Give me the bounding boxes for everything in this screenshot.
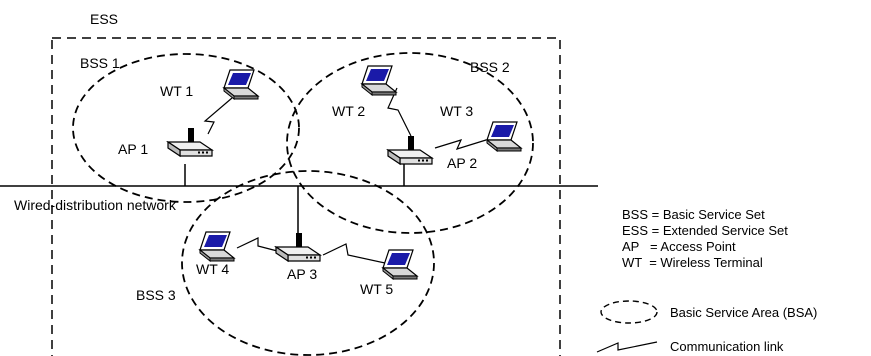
link-wt1-ap1 bbox=[203, 97, 233, 135]
wt2-label: WT 2 bbox=[332, 103, 365, 119]
wt5-label: WT 5 bbox=[360, 281, 393, 297]
bsa-dashed-ellipse-icon bbox=[600, 300, 658, 324]
ess-label: ESS bbox=[90, 11, 118, 27]
link-ap3-wt5 bbox=[322, 243, 386, 264]
legend-ess: ESS = Extended Service Set bbox=[622, 223, 788, 238]
legend-ap: AP = Access Point bbox=[622, 239, 736, 254]
bss3-label: BSS 3 bbox=[136, 287, 176, 303]
ap2-access-point-icon bbox=[387, 135, 433, 165]
legend-bss: BSS = Basic Service Set bbox=[622, 207, 765, 222]
legend-bsa: Basic Service Area (BSA) bbox=[670, 305, 817, 320]
wt4-laptop-icon bbox=[199, 231, 235, 262]
wt2-laptop-icon bbox=[361, 65, 397, 96]
wt5-laptop-icon bbox=[382, 249, 418, 280]
ap1-access-point-icon bbox=[167, 127, 213, 157]
wt3-label: WT 3 bbox=[440, 103, 473, 119]
legend-link: Communication link bbox=[670, 339, 784, 354]
bss1-label: BSS 1 bbox=[80, 55, 120, 71]
ap2-label: AP 2 bbox=[447, 155, 477, 171]
bss3-area bbox=[181, 170, 435, 356]
legend-wt: WT = Wireless Terminal bbox=[622, 255, 763, 270]
ap1-label: AP 1 bbox=[118, 141, 148, 157]
bss2-label: BSS 2 bbox=[470, 59, 510, 75]
ap3-access-point-icon bbox=[275, 232, 321, 262]
wt4-label: WT 4 bbox=[196, 261, 229, 277]
ap3-label: AP 3 bbox=[287, 266, 317, 282]
legend: BSS = Basic Service Set ESS = Extended S… bbox=[596, 207, 817, 354]
wt1-laptop-icon bbox=[223, 69, 259, 100]
wt3-laptop-icon bbox=[486, 121, 522, 152]
network-label: Wired-distribution network bbox=[14, 197, 177, 213]
link-wt2-ap2 bbox=[387, 87, 412, 137]
link-ap2-wt3 bbox=[434, 139, 487, 150]
bss1-area bbox=[72, 53, 300, 203]
bss2-area bbox=[286, 52, 534, 234]
wt1-label: WT 1 bbox=[160, 83, 193, 99]
communication-link-zigzag-icon bbox=[596, 341, 658, 353]
link-wt4-ap3 bbox=[236, 237, 286, 254]
